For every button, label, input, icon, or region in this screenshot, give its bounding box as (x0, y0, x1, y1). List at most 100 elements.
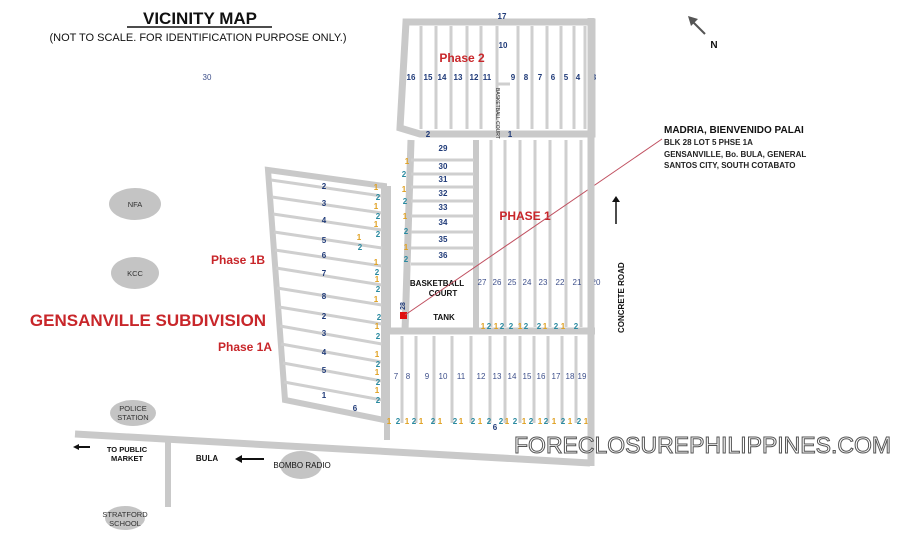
landmark-nfa (109, 188, 161, 220)
lot-sub-number: 2 (471, 417, 476, 426)
phase1-row-lot-number: 29 (439, 144, 448, 153)
nfa-label: NFA (128, 200, 143, 209)
stratford-label-2: SCHOOL (109, 519, 141, 528)
lot-sub-number: 1 (568, 417, 573, 426)
lot-sub-number: 1 (543, 322, 548, 331)
phase1b-1a-lot-number: 2 (322, 182, 327, 191)
lot-sub-number: 2 (376, 193, 381, 202)
phase1b-1a-lot-number: 3 (322, 329, 327, 338)
lot-sub-number: 1 (374, 202, 379, 211)
tank-label: TANK (433, 313, 455, 322)
lot-sub-number: 2 (544, 417, 549, 426)
phase2-label: Phase 2 (439, 51, 485, 65)
phase1b-1a-lot-number: 8 (322, 292, 327, 301)
phase1b-1a-lot-number: 7 (322, 269, 327, 278)
lot-sub-number: 1 (518, 322, 523, 331)
lot-sub-number: 1 (403, 212, 408, 221)
lot-sub-number: 2 (376, 332, 381, 341)
phase2-lot-number: 4 (576, 73, 581, 82)
lot-sub-number: 2 (376, 212, 381, 221)
lot-sub-number: 1 (405, 157, 410, 166)
subdivision-name: GENSANVILLE SUBDIVISION (30, 311, 266, 330)
property-owner: MADRIA, BIENVENIDO PALAI (664, 125, 804, 136)
phase2-lot-number: 12 (470, 73, 479, 82)
lot-sub-number: 1 (419, 417, 424, 426)
lot-sub-number: 2 (561, 417, 566, 426)
lot-line (280, 342, 383, 364)
phase1-lower-lot-number: 15 (523, 372, 532, 381)
lot-sub-number: 2 (537, 322, 542, 331)
phase2-lot-number: 16 (407, 73, 416, 82)
phase1-col-lot-number: 25 (508, 278, 517, 287)
phase1-upper-block (385, 139, 595, 335)
phase2-lot-number: 8 (524, 73, 529, 82)
lot-sub-number: 1 (584, 417, 589, 426)
lot-sub-number: 1 (374, 295, 379, 304)
lot-sub-number: 2 (487, 417, 492, 426)
lot-sub-number: 2 (509, 322, 514, 331)
phase2-lot-number: 7 (538, 73, 543, 82)
basketball-court-label: BASKETBALL (410, 279, 464, 288)
lot-sub-number: 1 (374, 220, 379, 229)
lot-line (275, 266, 383, 287)
lot-sub-number: 1 (459, 417, 464, 426)
lot-sub-number: 2 (577, 417, 582, 426)
phase1-col-lot-number: 21 (573, 278, 582, 287)
landmark-bombo-radio (280, 451, 322, 479)
lot-sub-number: 1 (481, 322, 486, 331)
property-leader-line (404, 138, 663, 316)
phase1-col-lot-number: 26 (493, 278, 502, 287)
phase2-basketball-court: BASKETBALL COURT (494, 88, 500, 139)
watermark: FORECLOSUREPHILIPPINES.COM (514, 432, 891, 458)
phase2-lot-number: 5 (564, 73, 569, 82)
phase1-col-lot-number: 27 (478, 278, 487, 287)
phase1-row-lot-number: 31 (439, 175, 448, 184)
phase1-lower-lot-number: 12 (477, 372, 486, 381)
map-title: VICINITY MAP (143, 9, 257, 28)
phase1b-1a-block (264, 166, 391, 424)
lot-sub-number: 2 (554, 322, 559, 331)
lot-sub-number: 2 (500, 322, 505, 331)
lot-sub-number: 2 (412, 417, 417, 426)
phase1-lower-lot-number: 19 (578, 372, 587, 381)
phase1b-label: Phase 1B (211, 253, 265, 267)
lot-sub-number: 1 (522, 417, 527, 426)
phase1-lower-lot-number: 7 (394, 372, 399, 381)
lot-sub-number: 1 (375, 386, 380, 395)
lot-sub-number: 2 (377, 313, 382, 322)
arrow-up-icon (612, 196, 620, 224)
lot-sub-number: 1 (374, 183, 379, 192)
phase1b-1a-lot-number: 5 (322, 236, 327, 245)
property-line-1: BLK 28 LOT 5 PHSE 1A (664, 138, 753, 147)
lot-sub-number: 1 (405, 417, 410, 426)
phase2-bottom-1: 1 (508, 130, 513, 139)
phase1-row-lot-number: 35 (439, 235, 448, 244)
concrete-road-label: CONCRETE ROAD (617, 262, 626, 333)
lot-line (273, 230, 383, 250)
bula-label: BULA (196, 454, 218, 463)
lot-sub-number: 1 (375, 368, 380, 377)
phase1b-1a-lot-number: 4 (322, 348, 327, 357)
lot-sub-number: 1 (375, 275, 380, 284)
main-road (74, 430, 591, 467)
lot-sub-number: 2 (574, 322, 579, 331)
stratford-label-1: STRATFORD (102, 510, 148, 519)
lot-sub-number: 2 (487, 322, 492, 331)
lot-sub-number: 2 (403, 197, 408, 206)
lot-sub-number: 2 (376, 285, 381, 294)
lot-sub-number: 2 (529, 417, 534, 426)
lot-sub-number: 2 (402, 170, 407, 179)
lot-line (278, 305, 383, 326)
landmark-police-station (110, 400, 156, 426)
lot-sub-number: 1 (375, 322, 380, 331)
phase1b-1a-lot-number: 2 (322, 312, 327, 321)
kcc-label: KCC (127, 269, 143, 278)
north-label: N (710, 40, 717, 51)
lot-sub-number: 2 (431, 417, 436, 426)
lot-sub-number: 1 (357, 233, 362, 242)
lot-line (271, 195, 383, 215)
lot-line (270, 178, 383, 198)
lot-sub-number: 1 (375, 350, 380, 359)
